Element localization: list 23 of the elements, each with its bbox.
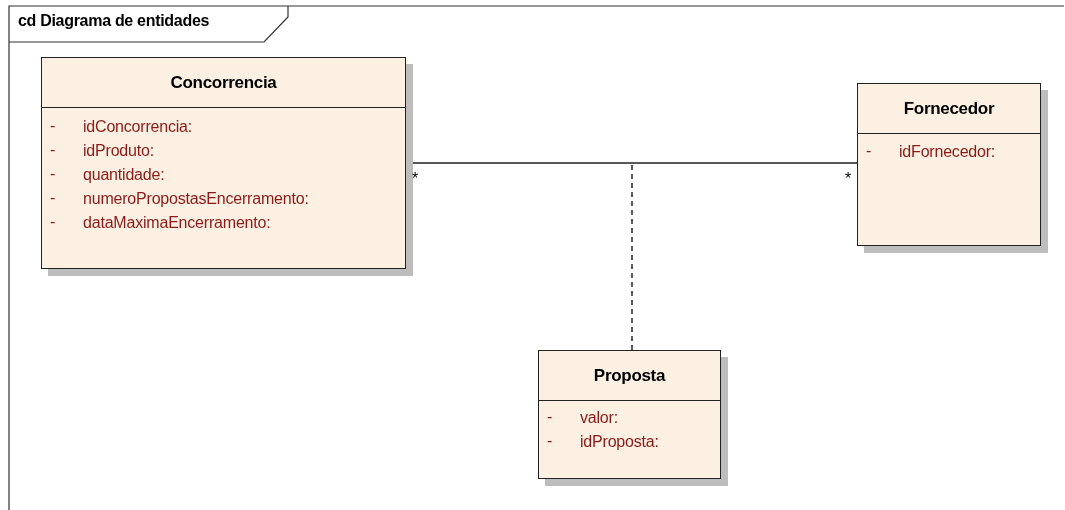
visibility-marker: - [547, 408, 553, 426]
visibility-marker: - [50, 165, 56, 183]
attribute-text: idProposta: [580, 433, 659, 451]
multiplicity-label: * [845, 170, 852, 188]
visibility-marker: - [866, 142, 872, 160]
attribute-text: dataMaximaEncerramento: [83, 214, 271, 232]
attribute-text: idConcorrencia: [83, 118, 193, 136]
visibility-marker: - [547, 432, 553, 450]
visibility-marker: - [50, 141, 56, 159]
attribute-text: idProduto: [83, 142, 154, 160]
class-name: Fornecedor [903, 98, 995, 119]
association-class-line [631, 162, 633, 351]
attribute-text: numeroPropostasEncerramento: [83, 190, 309, 208]
multiplicity-label: * [412, 170, 419, 188]
visibility-marker: - [50, 117, 56, 135]
attribute-text: valor: [580, 409, 618, 427]
visibility-marker: - [50, 189, 56, 207]
frame-title: cd Diagrama de entidades [18, 12, 210, 30]
attribute-text: quantidade: [83, 166, 165, 184]
class-name: Proposta [593, 365, 666, 386]
class-name: Concorrencia [170, 72, 277, 93]
attribute-text: idFornecedor: [899, 143, 996, 161]
visibility-marker: - [50, 213, 56, 231]
